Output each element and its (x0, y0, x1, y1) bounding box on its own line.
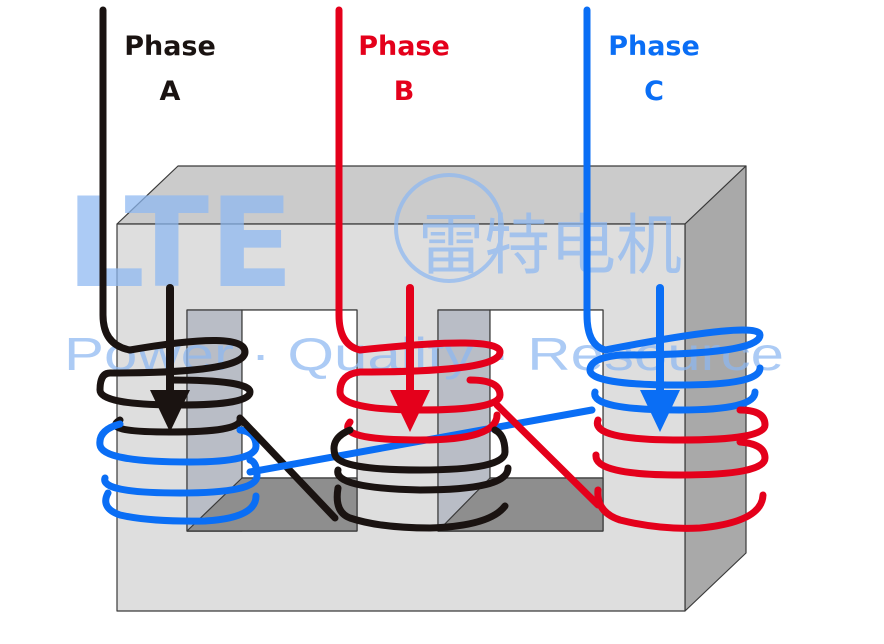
phase-a-winding (96, 6, 339, 525)
phase-a-leg-blue-coil (96, 420, 261, 525)
phase-b-lead-wire (335, 6, 364, 354)
phase-c-lead-wire (583, 6, 609, 354)
phase-b-crossover (493, 401, 602, 509)
core-side-face (684, 165, 747, 612)
phase-b-letter: B (394, 76, 415, 107)
phase-b-winding (330, 6, 602, 532)
phase-labels: Phase A Phase B Phase C (124, 31, 700, 107)
phase-c-title: Phase (608, 31, 700, 62)
phase-b-leg-black-coil (330, 426, 512, 532)
phase-c-arrow-head (640, 390, 680, 432)
watermark-ring (394, 173, 504, 283)
phase-a-letter: A (160, 76, 181, 107)
phase-c-letter: C (644, 76, 664, 107)
phase-b-title: Phase (358, 31, 450, 62)
phase-a-arrow-head (150, 390, 190, 432)
phase-a-lead-wire (99, 6, 134, 354)
phase-c-winding (583, 6, 769, 532)
phase-a-title: Phase (124, 31, 216, 62)
watermark-chinese: 雷特电机 (418, 207, 682, 284)
phase-b-arrow-head (390, 390, 430, 432)
phase-c-coil (586, 326, 764, 414)
phase-c-leg-red-coil (592, 406, 769, 532)
